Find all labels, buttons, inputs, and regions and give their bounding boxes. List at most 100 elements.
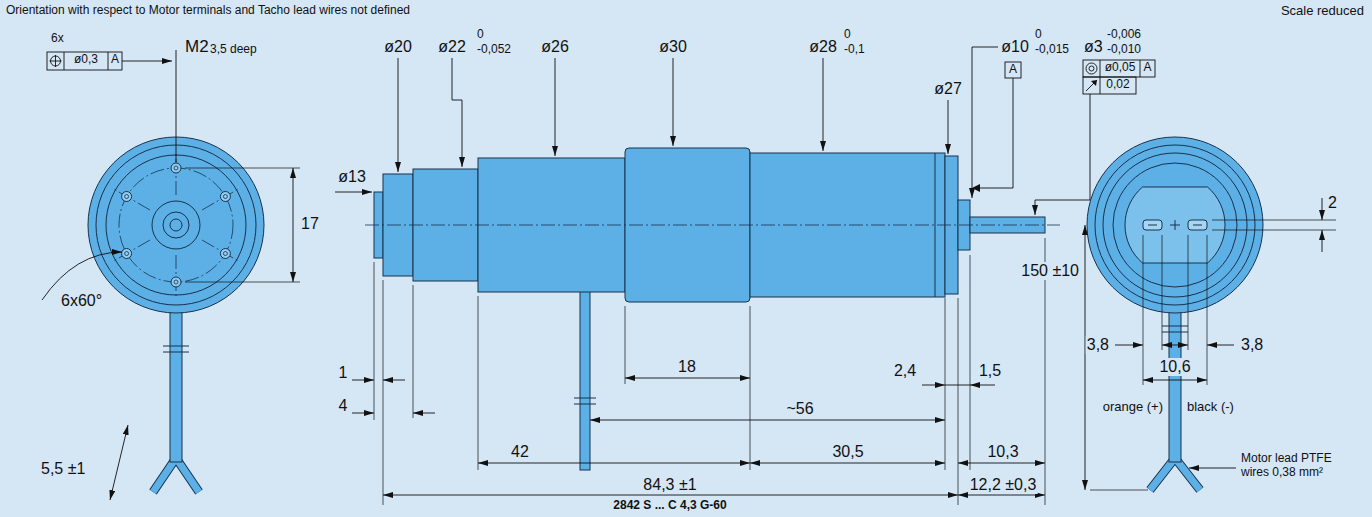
front-end-view [171,277,181,287]
diameter-dimension: ø26 [540,38,570,56]
dimension-lines [1322,198,1323,220]
length-dimension: 42 [510,443,530,461]
dimension-lines [958,463,1045,464]
motor-side-view [580,290,590,470]
thread-size: M2 [184,37,210,57]
scale-note: Scale reduced [1280,4,1365,19]
length-dimension: 12,2 ±0,3 [969,476,1038,494]
upper-tolerance: -0,006 [1106,28,1142,42]
front-end-view [153,458,199,492]
dimension-lines [110,425,128,500]
tolerance-frames [1005,62,1021,78]
diameter-dimension: ø27 [933,80,963,98]
motor-side-view [365,225,1060,226]
front-end-view [125,166,228,284]
diameter-dimension: ø20 [383,38,413,56]
dimension-lines [374,238,1045,505]
leader-lines [673,58,674,146]
motor-side-view [625,148,750,302]
upper-tolerance: 0 [843,28,852,42]
diameter-dimension: ø22 [437,38,467,56]
front-end-view [163,346,189,352]
front-end-view [220,249,230,259]
length-dimension: 2,4 [893,362,917,380]
front-end-view [125,195,129,199]
length-dimension: 1 [338,364,349,382]
dimension-lines [922,385,945,386]
diameter-dimension: ø10 [1000,38,1030,56]
lower-tolerance: -0,052 [476,43,512,57]
tolerance-frames [1100,77,1101,94]
tolerance-frames [1089,66,1094,71]
rear-end-view [1162,326,1188,332]
rear-end-view [1148,220,1202,230]
angle-dimension: 6x60° [60,292,103,310]
dimension-lines [413,413,435,414]
dimension-lines [42,168,1336,505]
position-tolerance: ø0,3 [73,53,99,67]
length-dimension: 2 [1327,194,1338,212]
front-end-view [88,137,264,492]
dimension-lines [750,463,945,464]
length-dimension: 5,5 ±1 [40,460,86,478]
length-dimension: 3,8 [1240,336,1264,354]
tolerance-frames [1083,77,1136,94]
dimension-lines [1143,235,1207,385]
dimension-lines [478,463,750,464]
leader-lines [122,47,1090,215]
rear-end-view [1150,458,1200,490]
tolerance-frames [1083,60,1155,77]
tolerance-frames [1100,60,1140,77]
front-end-view [171,163,181,173]
leader-lines [176,50,177,162]
dimension-lines [185,168,300,282]
leader-lines [972,184,980,192]
length-dimension: 17 [300,215,320,233]
lead-note: Motor lead PTFE wires 0,38 mm² [1240,452,1357,480]
wire-color: black (-) [1186,400,1235,415]
front-end-view [114,153,239,297]
leader-lines [452,58,462,167]
leader-lines [980,78,1013,188]
tolerance-frames [47,52,1155,94]
leader-lines [1035,94,1090,215]
drawing-note: Orientation with respect to Motor termin… [5,4,411,18]
front-end-view [163,212,189,238]
front-end-view [170,300,182,462]
diameter-dimension: ø28 [808,38,838,56]
dimension-lines [1207,345,1234,346]
front-end-view [220,192,230,202]
front-end-view [223,252,227,256]
length-dimension: 10,3 [986,443,1019,461]
tolerance-frames [1091,80,1097,86]
dimension-lines [1090,490,1148,491]
runout-tolerance: 0,02 [1105,78,1130,92]
rear-end-view [1087,137,1263,490]
dimension-lines [383,380,405,381]
tolerance-frames [51,56,61,66]
dimension-lines [945,385,970,386]
leader-lines [335,192,372,193]
dimension-lines [293,168,294,282]
length-dimension: 30,5 [831,443,864,461]
length-dimension: 150 ±10 [1020,262,1080,280]
rear-end-view [1087,137,1263,313]
front-end-view [153,458,199,492]
dimension-lines [958,495,1045,496]
dimension-lines [970,385,995,386]
motor-side-view [574,398,596,404]
wire-color: orange (+) [1102,400,1164,415]
lower-tolerance: -0,010 [1106,43,1142,57]
diameter-dimension: ø30 [658,38,688,56]
concentricity-tolerance: ø0,05 [1104,61,1137,75]
leader-lines [948,100,949,154]
lower-tolerance: -0,1 [843,43,866,57]
front-end-view [88,137,264,313]
dimension-lines [1143,380,1207,381]
upper-tolerance: 0 [476,28,485,42]
rear-end-view [1095,145,1255,305]
tolerance-frames [64,52,108,70]
dimension-lines [1175,345,1188,346]
leader-lines [122,61,172,62]
